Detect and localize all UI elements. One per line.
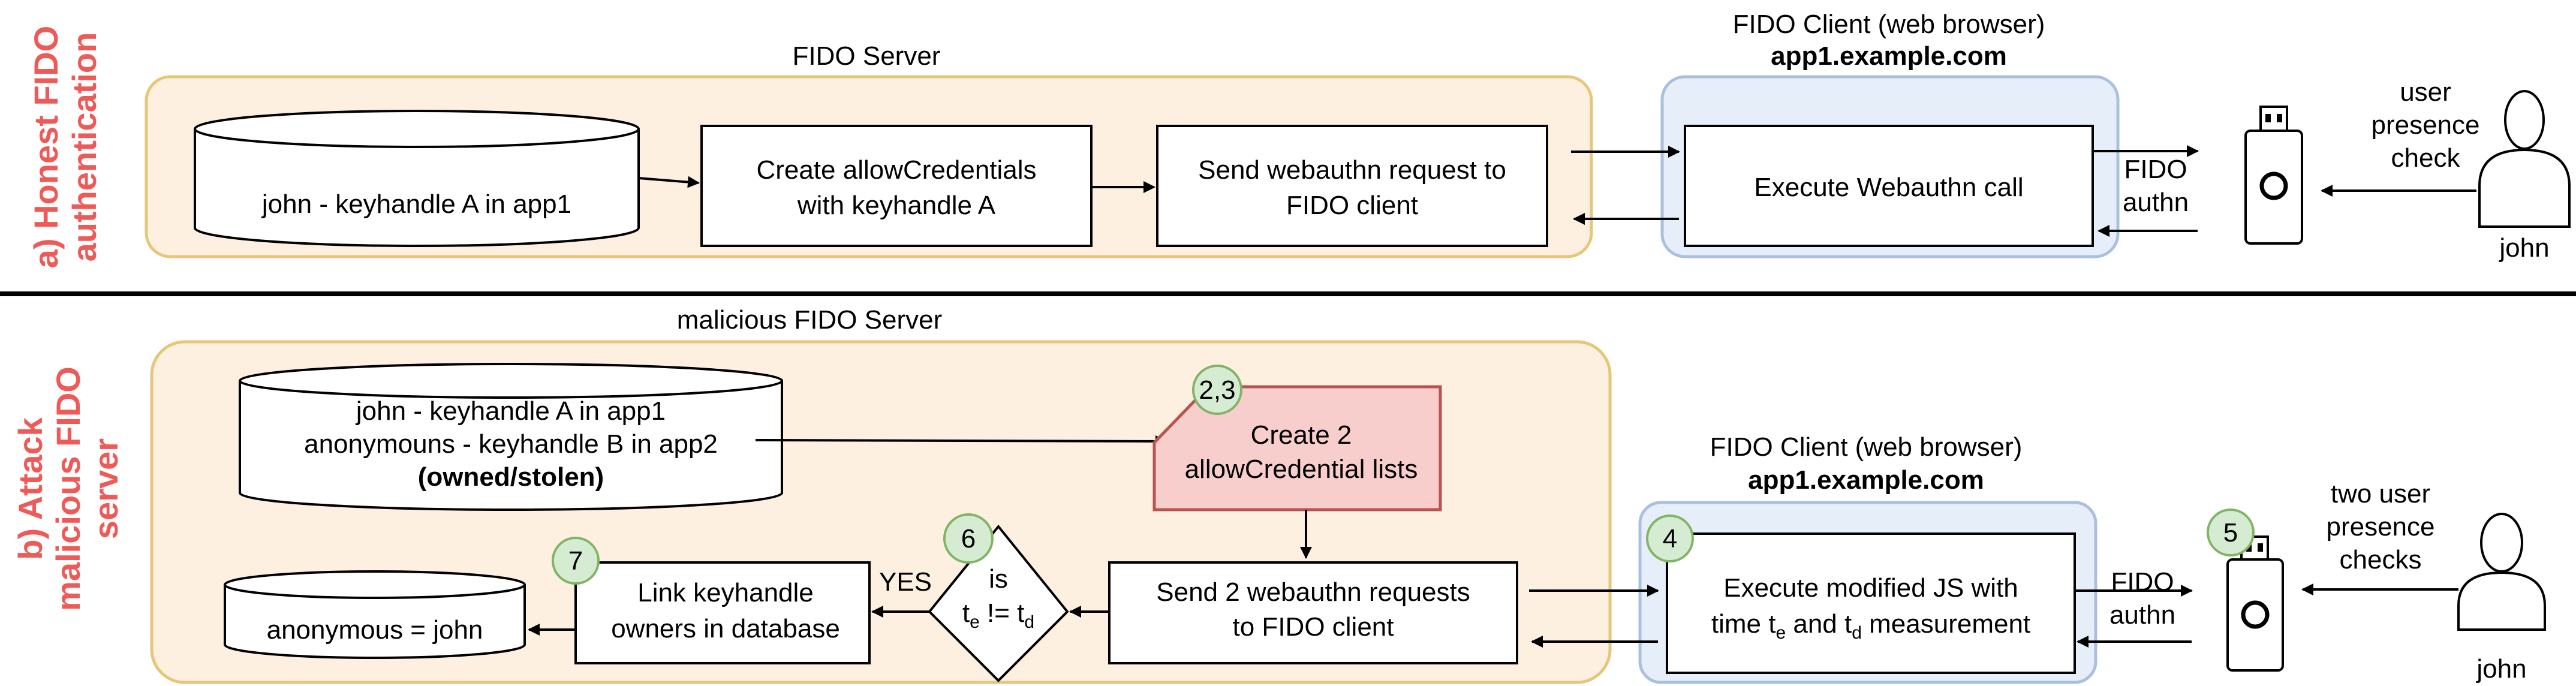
step-7-label: 7	[568, 546, 583, 576]
step-badge-6	[943, 513, 994, 564]
user-icon-b	[2457, 513, 2546, 631]
user-presence-line3: check	[2391, 143, 2461, 173]
security-key-icon-b	[2226, 535, 2284, 672]
link-line1: Link keyhandle	[637, 578, 814, 607]
send-webauthn-box	[1156, 125, 1548, 247]
create-b-line2: allowCredential lists	[1185, 455, 1418, 484]
execute-b-line1: Execute modified JS with	[1723, 573, 2018, 603]
send-line1: Send webauthn request to	[1198, 155, 1506, 185]
two-user-line1: two user	[2331, 479, 2430, 509]
db-text-a: john - keyhandle A in app1	[261, 189, 571, 219]
side-label-a-line2: authentication	[65, 32, 103, 262]
section-b-side-label: b) Attack malicious FIDO server	[11, 366, 125, 611]
db1-line3: (owned/stolen)	[418, 462, 604, 492]
step-6-label: 6	[961, 524, 976, 553]
create-line2: with keyhandle A	[797, 191, 996, 220]
side-label-b-line2: malicious FIDO	[49, 366, 87, 611]
side-label-b-line1: b) Attack	[11, 417, 49, 559]
fido-authn-line2-a: authn	[2123, 188, 2189, 217]
db2-text: anonymous = john	[267, 615, 483, 645]
send-line2: FIDO client	[1286, 191, 1418, 220]
create-allowcredentials-box	[700, 125, 1093, 247]
two-user-line3: checks	[2340, 545, 2422, 574]
db1-line2: anonymouns - keyhandle B in app2	[304, 429, 718, 459]
side-label-b-line3: server	[87, 438, 125, 539]
fido-authn-line2-b: authn	[2109, 600, 2175, 630]
link-line2: owners in database	[611, 614, 840, 643]
create-b-line1: Create 2	[1251, 420, 1352, 450]
user-presence-line1: user	[2400, 77, 2451, 107]
keyhandle-database-b: john - keyhandle A in app1 anonymouns - …	[239, 363, 783, 511]
user-icon	[2478, 90, 2571, 228]
send-b-line2: to FIDO client	[1233, 612, 1394, 642]
send-b-line1: Send 2 webauthn requests	[1156, 577, 1470, 607]
malicious-server-title: malicious FIDO Server	[677, 305, 943, 335]
execute-b-line2: time te and td measurement	[1711, 609, 2030, 643]
step-badge-2-3	[1192, 365, 1242, 415]
fido-client-domain-b: app1.example.com	[1748, 465, 1984, 495]
create-two-lists-box	[1152, 385, 1442, 512]
step-badge-5	[2207, 509, 2255, 556]
fido-authn-line1-b: FIDO	[2111, 567, 2174, 597]
decision-line1: is	[989, 564, 1008, 594]
execute-modified-js-box	[1666, 532, 2076, 674]
arrow-db-to-create	[638, 176, 700, 188]
user-name-b: john	[2475, 654, 2526, 684]
security-key-icon	[2244, 106, 2303, 245]
execute-text: Execute Webauthn call	[1754, 173, 2023, 202]
create-line1: Create allowCredentials	[756, 155, 1036, 185]
db1-line1: john - keyhandle A in app1	[355, 396, 666, 426]
two-user-line2: presence	[2326, 512, 2434, 541]
keyhandle-database: john - keyhandle A in app1	[194, 110, 640, 247]
fido-server-title: FIDO Server	[793, 41, 941, 71]
linked-owners-database: anonymous = john	[224, 570, 526, 659]
fido-client-title: FIDO Client (web browser)	[1733, 10, 2045, 39]
section-a-side-label: a) Honest FIDO authentication	[27, 26, 103, 268]
link-owners-box	[574, 561, 871, 664]
step-4-label: 4	[1663, 524, 1677, 553]
decision-diamond	[928, 524, 1069, 682]
yes-label: YES	[879, 567, 932, 597]
user-name-a: john	[2498, 233, 2549, 263]
step-2-3-label: 2,3	[1199, 375, 1235, 405]
fido-authn-line1-a: FIDO	[2124, 155, 2187, 184]
arrow-db-to-create-b	[755, 435, 1167, 447]
step-badge-4	[1646, 514, 1694, 562]
execute-webauthn-box	[1684, 125, 2094, 247]
step-5-label: 5	[2223, 518, 2238, 547]
fido-client-title-b: FIDO Client (web browser)	[1710, 432, 2023, 462]
decision-line2: te != td	[962, 598, 1034, 632]
user-presence-line2: presence	[2371, 110, 2479, 140]
fido-client-domain: app1.example.com	[1771, 41, 2007, 71]
step-badge-7	[552, 537, 600, 585]
send-two-requests-box	[1108, 561, 1518, 664]
side-label-a-line1: a) Honest FIDO	[27, 26, 65, 268]
